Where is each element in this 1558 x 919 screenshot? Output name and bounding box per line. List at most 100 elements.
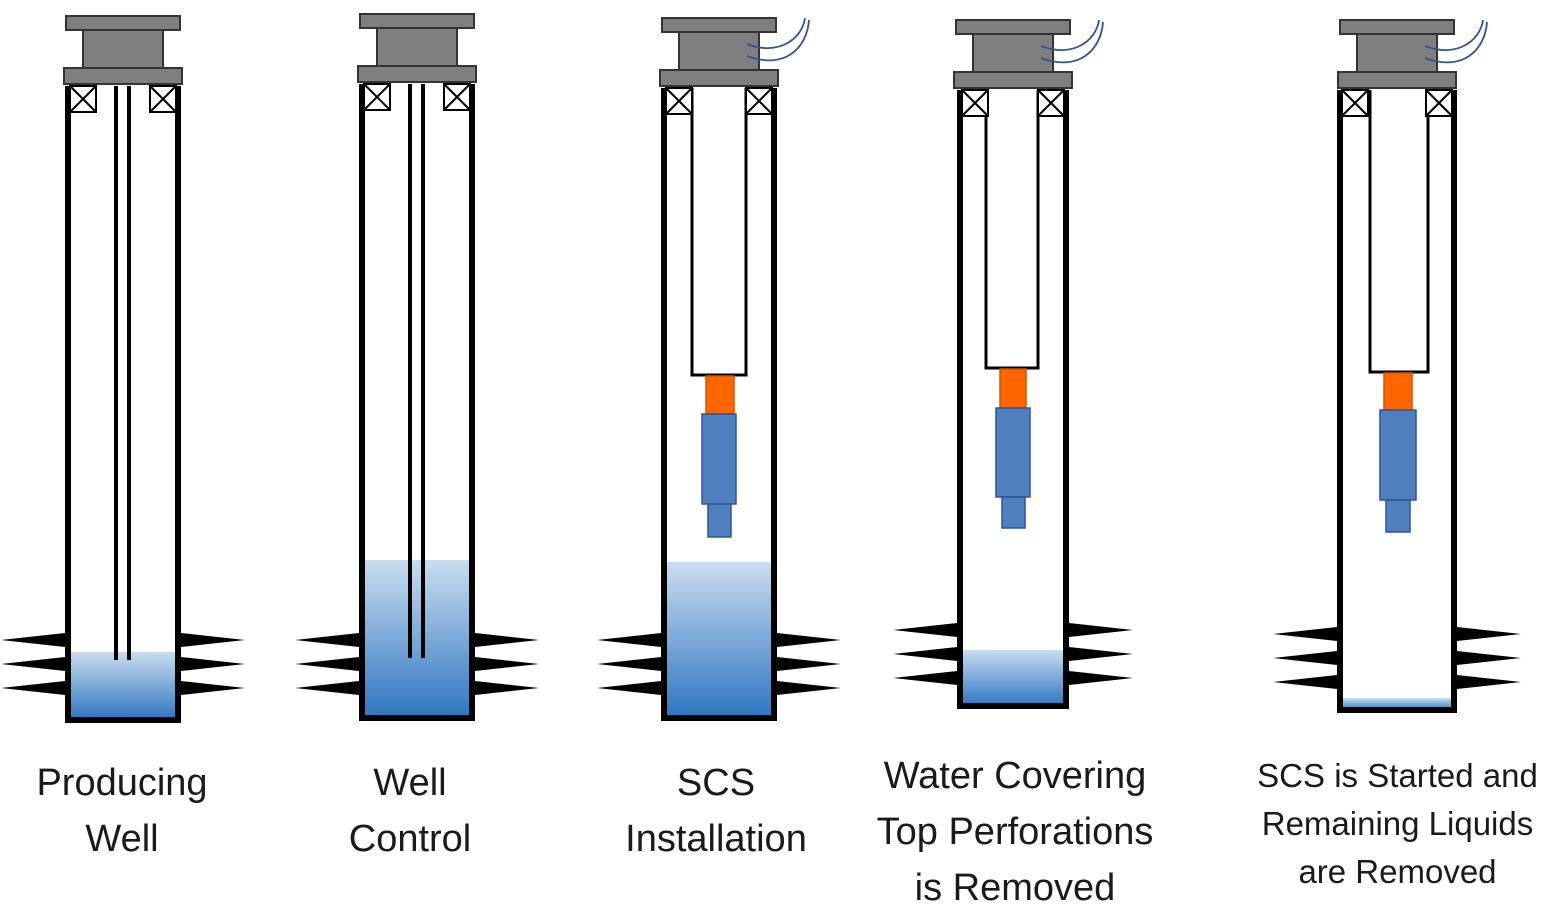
wellhead-body bbox=[1356, 33, 1438, 73]
perforation-right bbox=[1069, 647, 1133, 661]
casing bbox=[359, 84, 475, 721]
perforation-right bbox=[181, 657, 245, 671]
packer-x-line bbox=[443, 83, 471, 111]
perforation-right bbox=[777, 633, 841, 647]
pump-motor bbox=[1379, 409, 1417, 501]
wellhead-base-flange bbox=[1337, 71, 1457, 89]
well-2 bbox=[295, 13, 539, 721]
perforation-right bbox=[475, 657, 539, 671]
packer-x-line bbox=[665, 87, 693, 115]
perforation-left bbox=[1273, 651, 1337, 665]
caption-water-removed: Water Covering Top Perforations is Remov… bbox=[860, 748, 1170, 916]
perforation-left bbox=[1, 657, 65, 671]
perforation-right bbox=[1457, 627, 1521, 641]
well-1 bbox=[1, 15, 245, 723]
water-column bbox=[362, 560, 472, 718]
water-column bbox=[68, 652, 178, 720]
caption-line: are Removed bbox=[1298, 853, 1497, 890]
production-string bbox=[690, 88, 748, 377]
caption-line: Water Covering bbox=[883, 755, 1147, 797]
packer-x-line bbox=[363, 83, 391, 111]
caption-scs-started: SCS is Started and Remaining Liquids are… bbox=[1240, 752, 1555, 896]
production-string bbox=[1368, 90, 1430, 374]
packer-x-line bbox=[961, 89, 989, 117]
wellhead-top-flange bbox=[661, 17, 777, 33]
wellhead-top-flange bbox=[1339, 19, 1455, 35]
perforation-right bbox=[777, 681, 841, 695]
wellhead-base-flange bbox=[357, 65, 477, 83]
caption-line: SCS bbox=[676, 762, 756, 804]
power-cable bbox=[1424, 21, 1488, 64]
wellhead-top-flange bbox=[65, 15, 181, 31]
perforation-left bbox=[597, 633, 661, 647]
wellhead-body bbox=[376, 27, 458, 67]
power-cable bbox=[1040, 21, 1104, 64]
wellhead-body bbox=[678, 31, 760, 71]
caption-scs-installation: SCS Installation bbox=[606, 755, 826, 867]
pump-intake bbox=[999, 368, 1027, 409]
perforation-right bbox=[181, 681, 245, 695]
wellhead-top-flange bbox=[359, 13, 475, 29]
pump-tail bbox=[1385, 499, 1411, 533]
perforation-right bbox=[1069, 623, 1133, 637]
caption-producing-well: Producing Well bbox=[22, 755, 222, 867]
wellhead-body bbox=[82, 29, 164, 69]
perforation-right bbox=[777, 657, 841, 671]
caption-line: Top Perforations bbox=[876, 811, 1154, 853]
perforation-left bbox=[295, 633, 359, 647]
caption-line: is Removed bbox=[914, 867, 1116, 909]
pump-motor bbox=[995, 407, 1031, 498]
power-cable bbox=[746, 17, 806, 49]
casing bbox=[957, 90, 1069, 709]
wellhead-top-flange bbox=[955, 19, 1071, 35]
packer-x-line bbox=[149, 85, 177, 113]
wellhead-body bbox=[972, 33, 1054, 73]
perforation-left bbox=[1, 633, 65, 647]
caption-line: Remaining Liquids bbox=[1261, 805, 1534, 842]
perforation-left bbox=[893, 623, 957, 637]
pump-intake bbox=[1383, 372, 1413, 411]
perforation-left bbox=[597, 657, 661, 671]
pump-motor bbox=[701, 413, 737, 505]
caption-line: SCS is Started and bbox=[1257, 757, 1538, 794]
perforation-right bbox=[1069, 671, 1133, 685]
casing bbox=[661, 88, 777, 721]
packer-x-line bbox=[745, 87, 773, 115]
water-column bbox=[960, 650, 1066, 706]
perforation-left bbox=[295, 657, 359, 671]
casing bbox=[1337, 90, 1457, 713]
power-cable bbox=[1040, 19, 1100, 51]
caption-line: Installation bbox=[625, 818, 807, 860]
wellhead-base-flange bbox=[63, 67, 183, 85]
power-cable bbox=[1424, 19, 1484, 51]
pump-tail bbox=[1001, 496, 1026, 529]
power-cable bbox=[746, 19, 810, 62]
production-string bbox=[984, 90, 1040, 370]
wellhead-base-flange bbox=[659, 69, 779, 87]
well-3 bbox=[597, 17, 841, 721]
packer-x-line bbox=[1425, 89, 1453, 117]
well-5 bbox=[1273, 19, 1521, 713]
pump-intake bbox=[705, 375, 735, 415]
caption-line: Control bbox=[348, 818, 472, 860]
packer-x-line bbox=[1037, 89, 1065, 117]
wellhead-base-flange bbox=[953, 71, 1073, 89]
perforation-right bbox=[1457, 651, 1521, 665]
perforation-right bbox=[181, 633, 245, 647]
perforation-left bbox=[1273, 675, 1337, 689]
pump-tail bbox=[707, 503, 732, 538]
caption-line: Well bbox=[373, 762, 447, 804]
packer-x-line bbox=[1341, 89, 1369, 117]
perforation-right bbox=[1457, 675, 1521, 689]
perforation-right bbox=[475, 681, 539, 695]
perforation-left bbox=[597, 681, 661, 695]
perforation-left bbox=[295, 681, 359, 695]
well-4 bbox=[893, 19, 1133, 709]
caption-line: Producing bbox=[36, 762, 208, 804]
water-column bbox=[664, 562, 774, 718]
perforation-left bbox=[893, 671, 957, 685]
perforation-right bbox=[475, 633, 539, 647]
perforation-left bbox=[1, 681, 65, 695]
